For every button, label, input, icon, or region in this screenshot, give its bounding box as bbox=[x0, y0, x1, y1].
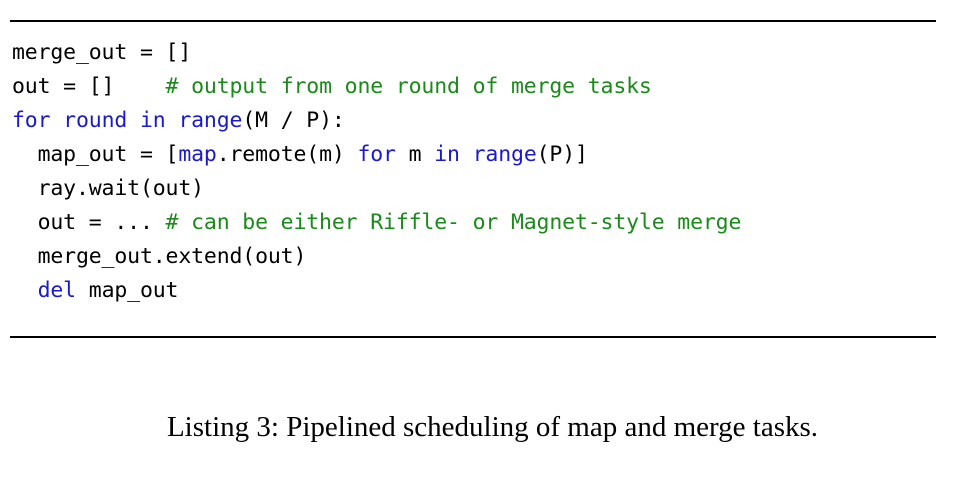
code-token-plain: ray.wait(out) bbox=[12, 176, 204, 201]
code-token-keyword: for bbox=[12, 108, 51, 133]
code-token-plain: (P)] bbox=[536, 142, 588, 167]
code-token-plain: map_out bbox=[75, 278, 179, 303]
code-token-plain: merge_out = [] bbox=[12, 40, 192, 65]
listing-bottom-rule bbox=[10, 336, 936, 338]
code-listing-figure: merge_out = [] out = [] # output from one… bbox=[10, 20, 942, 443]
code-token-plain: (M / P): bbox=[242, 108, 345, 133]
code-token-plain: merge_out.extend(out) bbox=[12, 244, 307, 269]
code-token-plain: map_out = [ bbox=[12, 142, 179, 167]
code-line: for round in range(M / P): bbox=[12, 104, 942, 138]
code-token-plain: out = [] bbox=[12, 74, 115, 99]
code-token-comment: # output from one round of merge tasks bbox=[165, 74, 652, 99]
code-token-plain bbox=[166, 108, 179, 133]
code-token-plain bbox=[114, 74, 165, 99]
caption-label: Listing 3: bbox=[166, 411, 279, 443]
listing-caption: Listing 3: Pipelined scheduling of map a… bbox=[0, 370, 956, 484]
code-line: ray.wait(out) bbox=[12, 172, 942, 206]
code-token-keyword: range bbox=[178, 108, 243, 133]
code-token-keyword: del bbox=[37, 278, 77, 303]
code-line: out = [] # output from one round of merg… bbox=[12, 70, 942, 104]
code-token-comment: # can be either Riffle- or Magnet-style … bbox=[165, 210, 742, 235]
caption-text: Pipelined scheduling of map and merge ta… bbox=[278, 411, 819, 443]
code-line: del map_out bbox=[12, 274, 942, 308]
code-token-keyword: in bbox=[139, 108, 166, 133]
code-token-keyword: for bbox=[357, 142, 396, 167]
code-token-plain: out = ... bbox=[12, 210, 166, 235]
code-token-keyword: round bbox=[50, 108, 140, 133]
code-block: merge_out = [] out = [] # output from one… bbox=[12, 36, 942, 308]
code-line: merge_out = [] bbox=[12, 36, 942, 70]
code-token-plain: m bbox=[395, 142, 435, 167]
code-token-keyword: in bbox=[434, 142, 460, 167]
code-line: out = ... # can be either Riffle- or Mag… bbox=[12, 206, 942, 240]
code-token-keyword: map bbox=[178, 142, 217, 167]
code-line: map_out = [map.remote(m) for m in range(… bbox=[12, 138, 942, 172]
code-token-plain: .remote(m) bbox=[216, 142, 358, 167]
code-token-plain bbox=[460, 142, 473, 167]
listing-top-rule bbox=[10, 20, 936, 22]
code-line: merge_out.extend(out) bbox=[12, 240, 942, 274]
code-token-plain bbox=[12, 278, 38, 303]
code-token-keyword: range bbox=[472, 142, 537, 167]
